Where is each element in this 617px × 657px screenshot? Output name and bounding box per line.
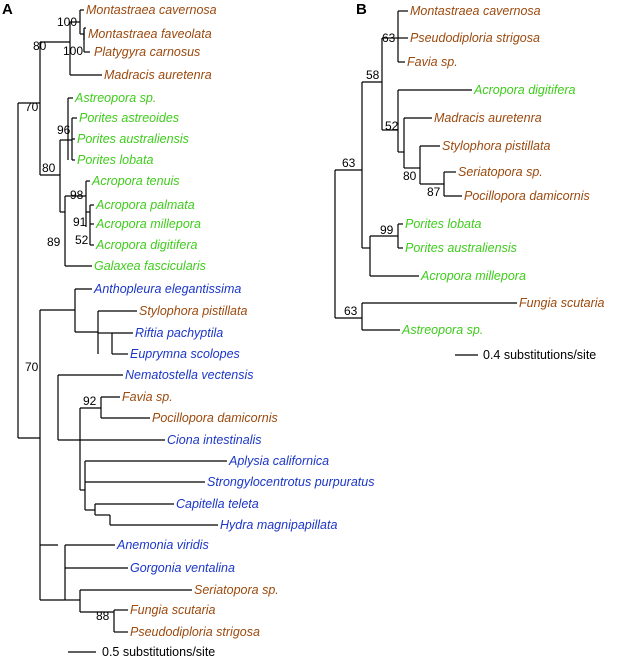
taxon-label: Seriatopora sp.: [194, 583, 279, 597]
bootstrap-value: 80: [42, 161, 56, 175]
bootstrap-value: 100: [57, 15, 77, 29]
bootstrap-value: 70: [25, 100, 39, 114]
taxon-label: Acropora millepora: [420, 269, 526, 283]
taxon-label: Seriatopora sp.: [458, 165, 543, 179]
panel-b-taxa: Montastraea cavernosa Pseudodiploria str…: [401, 4, 605, 337]
taxon-label: Hydra magnipapillata: [220, 518, 337, 532]
taxon-label: Anemonia viridis: [116, 538, 209, 552]
taxon-label: Acropora tenuis: [91, 174, 180, 188]
bootstrap-value: 100: [63, 44, 83, 58]
taxon-label: Montastraea cavernosa: [410, 4, 541, 18]
taxon-label: Strongylocentrotus purpuratus: [207, 475, 374, 489]
taxon-label: Acropora palmata: [95, 198, 195, 212]
bootstrap-value: 63: [342, 156, 356, 170]
panel-b-support: 63 58 52 80 87 63 99 63: [342, 31, 441, 318]
taxon-label: Fungia scutaria: [130, 603, 216, 617]
taxon-label: Porites lobata: [77, 153, 153, 167]
panel-b-label: B: [356, 1, 367, 18]
scale-label-b: 0.4 substitutions/site: [483, 348, 596, 362]
taxon-label: Favia sp.: [122, 390, 173, 404]
taxon-label: Ciona intestinalis: [167, 433, 262, 447]
taxon-label: Madracis auretenra: [434, 111, 542, 125]
bootstrap-value: 92: [83, 394, 97, 408]
taxon-label: Aplysia californica: [228, 454, 329, 468]
taxon-label: Acropora digitifera: [473, 83, 575, 97]
taxon-label: Capitella teleta: [176, 497, 259, 511]
bootstrap-value: 87: [427, 185, 441, 199]
bootstrap-value: 52: [385, 119, 399, 133]
bootstrap-value: 70: [25, 360, 39, 374]
taxon-label: Anthopleura elegantissima: [93, 282, 241, 296]
taxon-label: Pseudodiploria strigosa: [410, 31, 540, 45]
taxon-label: Porites astreoides: [79, 111, 179, 125]
bootstrap-value: 80: [33, 39, 47, 53]
bootstrap-value: 88: [96, 609, 110, 623]
taxon-label: Favia sp.: [407, 55, 458, 69]
taxon-label: Porites lobata: [405, 217, 481, 231]
taxon-label: Acropora digitifera: [95, 238, 197, 252]
taxon-label: Porites australiensis: [77, 132, 189, 146]
bootstrap-value: 98: [70, 188, 84, 202]
taxon-label: Astreopora sp.: [74, 91, 156, 105]
taxon-label: Pocillopora damicornis: [464, 189, 590, 203]
taxon-label: Acropora millepora: [95, 217, 201, 231]
panel-a-tree: [17, 9, 227, 633]
bootstrap-value: 89: [47, 235, 61, 249]
bootstrap-value: 63: [382, 31, 396, 45]
panel-a-taxa: Montastraea cavernosa Montastraea faveol…: [74, 3, 374, 639]
taxon-label: Montastraea faveolata: [88, 27, 212, 41]
bootstrap-value: 80: [403, 169, 417, 183]
panel-a-support: 100 100 80 70 96 80 98 91 52 89 70 92 88: [25, 15, 110, 623]
taxon-label: Platygyra carnosus: [94, 45, 200, 59]
taxon-label: Montastraea cavernosa: [86, 3, 217, 17]
taxon-label: Riftia pachyptila: [135, 326, 223, 340]
taxon-label: Pocillopora damicornis: [152, 411, 278, 425]
taxon-label: Nematostella vectensis: [125, 368, 254, 382]
bootstrap-value: 58: [366, 68, 380, 82]
bootstrap-value: 91: [73, 215, 87, 229]
scale-label-a: 0.5 substitutions/site: [102, 645, 215, 657]
bootstrap-value: 96: [57, 123, 71, 137]
taxon-label: Stylophora pistillata: [442, 139, 550, 153]
bootstrap-value: 63: [344, 304, 358, 318]
taxon-label: Madracis auretenra: [104, 68, 212, 82]
bootstrap-value: 52: [75, 233, 89, 247]
taxon-label: Astreopora sp.: [401, 323, 483, 337]
bootstrap-value: 99: [380, 223, 394, 237]
taxon-label: Gorgonia ventalina: [130, 561, 235, 575]
panel-b-tree: [334, 10, 517, 331]
taxon-label: Fungia scutaria: [519, 296, 605, 310]
taxon-label: Euprymna scolopes: [130, 347, 240, 361]
taxon-label: Stylophora pistillata: [139, 304, 247, 318]
taxon-label: Pseudodiploria strigosa: [130, 625, 260, 639]
panel-a-label: A: [2, 1, 13, 18]
taxon-label: Galaxea fascicularis: [94, 259, 206, 273]
taxon-label: Porites australiensis: [405, 241, 517, 255]
